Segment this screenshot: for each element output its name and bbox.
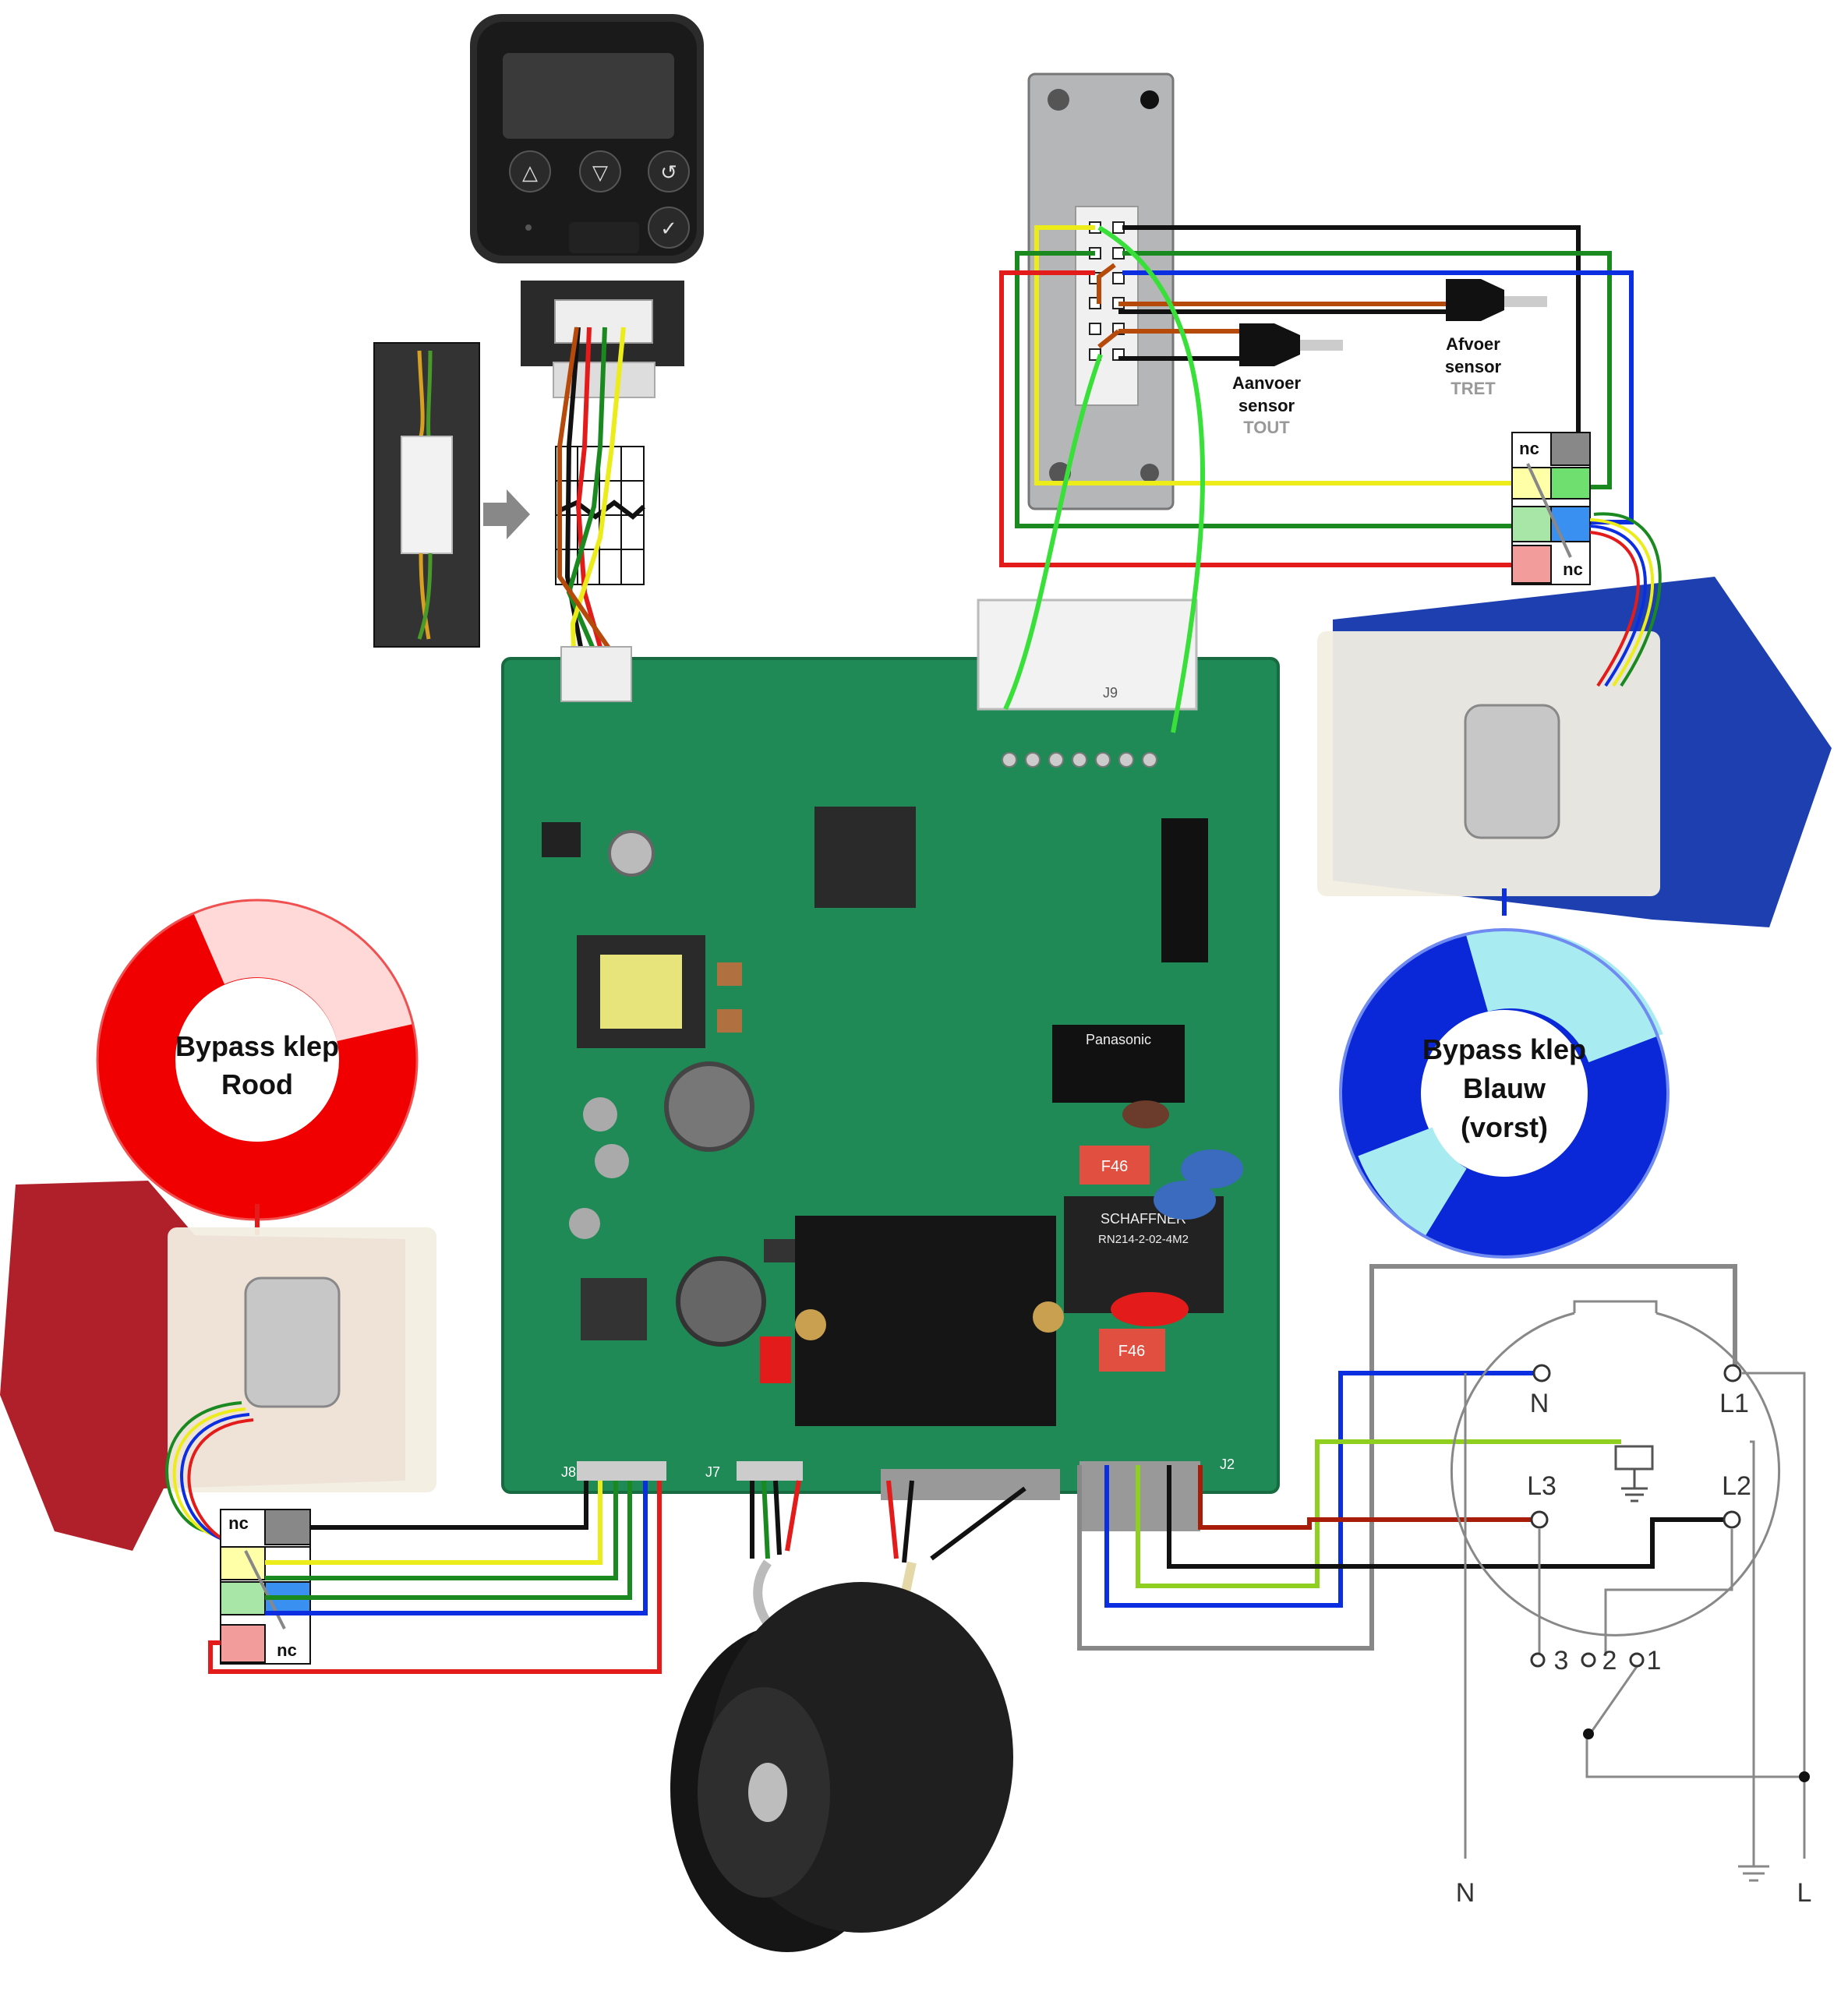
svg-text:▽: ▽: [592, 161, 608, 184]
up-button[interactable]: [509, 150, 551, 192]
bypass-blue-label-3: (vorst): [1461, 1111, 1548, 1143]
pcb-board: Panasonic SCHAFFNER RN214-2-02-4M2 F46 F…: [501, 598, 1280, 1531]
afvoer-sensor-label-2: sensor: [1445, 357, 1502, 376]
inductor: [581, 1278, 647, 1340]
fuse-1-label: F46: [1101, 1158, 1128, 1175]
bypass-red-label-1: Bypass klep: [175, 1030, 339, 1062]
fan: [670, 1582, 1013, 1952]
bypass-blue-label-2: Blauw: [1463, 1072, 1546, 1104]
connector-J7: [737, 1461, 803, 1481]
fuse-2: [1099, 1329, 1165, 1372]
position-2-label: 2: [1602, 1646, 1617, 1675]
svg-text:△: △: [522, 161, 538, 184]
terminal-L2-label: L2: [1722, 1471, 1751, 1501]
connector-J2-label: J9: [1103, 685, 1118, 701]
relay: [1052, 1025, 1185, 1103]
display-screen: [503, 53, 674, 139]
heat-sink: [795, 1216, 1056, 1426]
pin-header: [1161, 818, 1208, 962]
nc-label-blue-top: nc: [1519, 439, 1539, 458]
nc-label-blue-bottom: nc: [1563, 560, 1583, 579]
bypass-valve-blue: [1317, 512, 1832, 927]
bypass-blue-label-1: Bypass klep: [1422, 1033, 1586, 1065]
bypass-valve-red: [0, 1181, 436, 1551]
fuse-1: [1079, 1146, 1150, 1185]
position-3-label: 3: [1554, 1646, 1569, 1675]
aanvoer-sensor-code: TOUT: [1243, 418, 1290, 437]
nc-label-red-bottom: nc: [277, 1640, 297, 1660]
connector-photo: [373, 342, 480, 648]
terminal-N-label: N: [1530, 1389, 1549, 1418]
aanvoer-sensor-label-2: sensor: [1238, 396, 1295, 415]
svg-text:✓: ✓: [660, 217, 677, 240]
mains-N-label: N: [1456, 1878, 1475, 1908]
sensor-wires: [999, 225, 1634, 733]
filter-model: RN214-2-02-4M2: [1098, 1233, 1189, 1246]
aanvoer-sensor: [1239, 323, 1343, 366]
svg-text:↺: ↺: [660, 161, 677, 184]
connector-J8: [577, 1461, 666, 1481]
mains-L-label: L: [1797, 1878, 1812, 1908]
afvoer-sensor: [1446, 279, 1547, 321]
down-button[interactable]: [579, 150, 621, 192]
connector-J9-label: J2: [1220, 1457, 1235, 1472]
j9-wires: [1077, 1264, 1737, 1651]
terminal-L3-label: L3: [1527, 1471, 1556, 1501]
connector-J8-label: J8: [561, 1464, 576, 1480]
afvoer-sensor-code: TRET: [1450, 379, 1496, 398]
terminal-L1-label: L1: [1719, 1389, 1749, 1418]
nc-label-red-top: nc: [228, 1513, 249, 1533]
afvoer-sensor-label-1: Afvoer: [1446, 334, 1500, 354]
position-1-label: 1: [1647, 1646, 1662, 1675]
fuse-2-label: F46: [1118, 1343, 1145, 1360]
confirm-button[interactable]: [648, 207, 690, 249]
back-button[interactable]: [648, 150, 690, 192]
connector-J7-label: J7: [705, 1464, 720, 1480]
relay-brand: Panasonic: [1086, 1032, 1151, 1047]
bypass-red-label-2: Rood: [221, 1068, 293, 1100]
nc-connector-blue: [1511, 432, 1591, 585]
arrow-icon: [483, 489, 530, 539]
switch-terminals: [1530, 1364, 1742, 1668]
capacitor: [664, 1061, 754, 1152]
switch-circuit: [1450, 1300, 1806, 1882]
nc-connector-red: [220, 1509, 311, 1665]
j8-wires: [208, 1481, 662, 1674]
bypass-ring-blue: [1339, 928, 1670, 1259]
microcontroller-chip: [814, 807, 916, 908]
status-led: [525, 224, 532, 231]
aanvoer-sensor-label-1: Aanvoer: [1232, 373, 1301, 393]
